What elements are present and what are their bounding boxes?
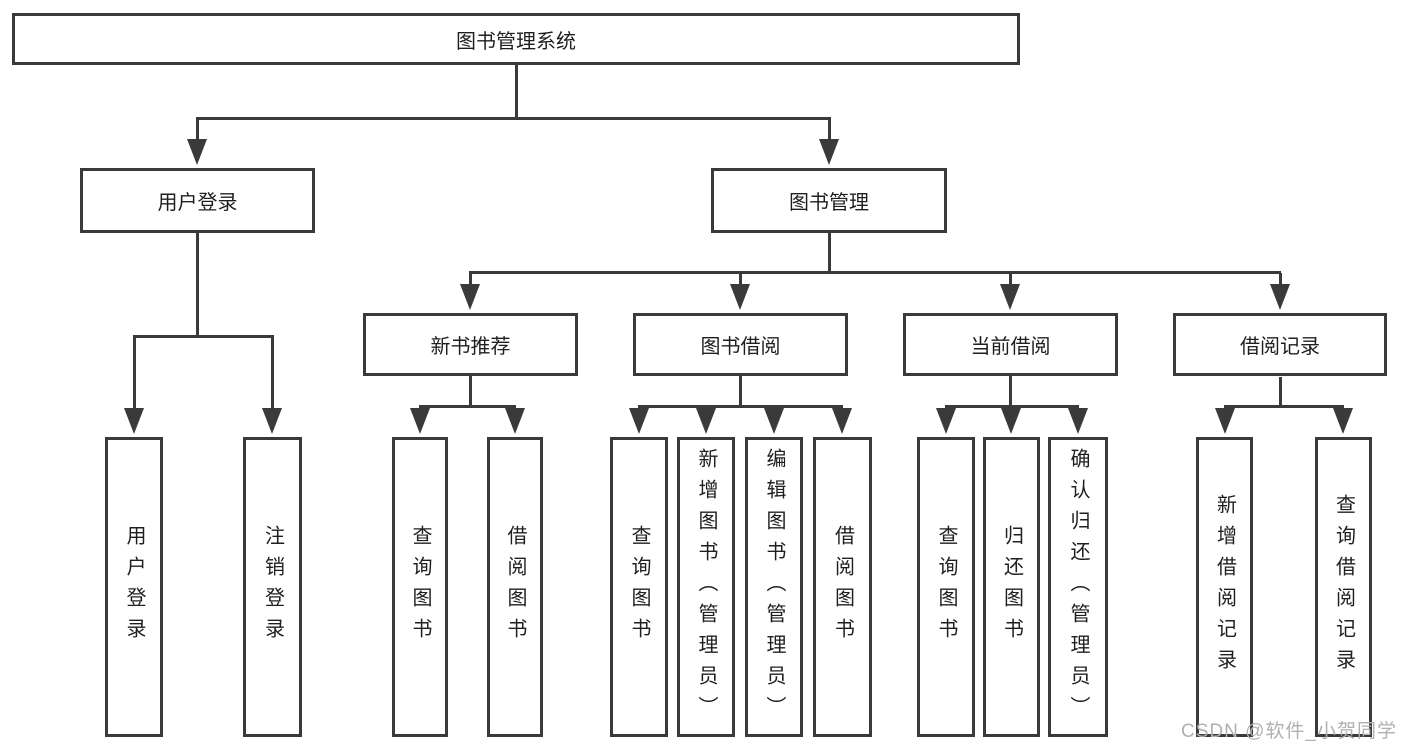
node-root-label: 图书管理系统 <box>456 30 576 53</box>
node-leaf-logout-label: 注销登录 <box>261 525 284 649</box>
connector-bookmgmt-drop <box>828 119 831 140</box>
node-book-borrow-label: 图书借阅 <box>700 336 781 358</box>
node-leaf-edit-books-admin-label: 编辑图书（管理员） <box>763 447 785 727</box>
arrow-down-icon <box>1215 408 1235 434</box>
connector-level3-bar <box>469 271 1281 274</box>
arrow-down-icon <box>1270 284 1290 310</box>
node-leaf-edit-books-admin: 编辑图书（管理员） <box>745 437 803 737</box>
node-book-borrow: 图书借阅 <box>633 313 848 376</box>
node-leaf-return-books: 归还图书 <box>983 437 1040 737</box>
connector-module-stem <box>1279 377 1282 407</box>
node-leaf-user-login-label: 用户登录 <box>123 525 145 649</box>
node-leaf-query-books-current: 查询图书 <box>917 437 975 737</box>
arrow-down-icon <box>696 408 716 434</box>
connector-module-drop <box>739 273 742 285</box>
node-leaf-confirm-return-admin-label: 确认归还（管理员） <box>1067 447 1089 727</box>
node-leaf-query-borrow-record-label: 查询借阅记录 <box>1332 494 1355 680</box>
connector-root-stem <box>515 65 518 119</box>
arrow-down-icon <box>1068 408 1088 434</box>
node-leaf-query-books-recommend: 查询图书 <box>392 437 448 737</box>
node-leaf-add-books-admin: 新增图书（管理员） <box>677 437 735 737</box>
node-leaf-borrow-books-recommend-label: 借阅图书 <box>504 525 526 649</box>
node-leaf-query-books-current-label: 查询图书 <box>935 525 957 649</box>
connector-userlogin-bar <box>133 335 274 338</box>
arrow-down-icon <box>730 284 750 310</box>
csdn-watermark: CSDN @软件_小贺同学 <box>1181 721 1397 742</box>
node-leaf-add-borrow-record: 新增借阅记录 <box>1196 437 1253 737</box>
node-leaf-logout: 注销登录 <box>243 437 302 737</box>
node-user-login-label: 用户登录 <box>157 192 238 214</box>
connector-module-drop <box>1279 273 1282 285</box>
node-leaf-query-books-borrow-label: 查询图书 <box>628 525 650 649</box>
arrow-down-icon <box>1001 408 1021 434</box>
node-leaf-borrow-books-label: 借阅图书 <box>831 525 854 649</box>
node-leaf-borrow-books-recommend: 借阅图书 <box>487 437 543 737</box>
node-current-borrow: 当前借阅 <box>903 313 1118 376</box>
connector-module-stem <box>739 376 742 407</box>
node-leaf-add-books-admin-label: 新增图书（管理员） <box>695 447 717 727</box>
connector-leaf-bar <box>638 405 843 408</box>
connector-leaf-bar <box>945 405 1079 408</box>
node-leaf-query-books-borrow: 查询图书 <box>610 437 668 737</box>
node-leaf-borrow-books: 借阅图书 <box>813 437 872 737</box>
node-leaf-add-borrow-record-label: 新增借阅记录 <box>1213 494 1236 680</box>
arrow-down-icon <box>124 408 144 434</box>
connector-module-stem <box>469 376 472 407</box>
arrow-down-icon <box>505 408 525 434</box>
arrow-down-icon <box>262 408 282 434</box>
node-current-borrow-label: 当前借阅 <box>970 336 1051 358</box>
connector-bookmgmt-stem <box>828 233 831 273</box>
node-root: 图书管理系统 <box>12 13 1020 65</box>
node-leaf-query-books-recommend-label: 查询图书 <box>409 525 431 649</box>
node-borrow-records-label: 借阅记录 <box>1240 336 1320 358</box>
node-book-management: 图书管理 <box>711 168 947 233</box>
node-new-book-recommend-label: 新书推荐 <box>430 336 511 358</box>
node-book-management-label: 图书管理 <box>789 192 869 214</box>
node-new-book-recommend: 新书推荐 <box>363 313 578 376</box>
arrow-down-icon <box>187 139 207 165</box>
connector-userlogin-stem <box>196 233 199 337</box>
connector-userlogin-drop <box>196 119 199 140</box>
connector-leaf-bar <box>1224 405 1344 408</box>
node-user-login: 用户登录 <box>80 168 315 233</box>
arrow-down-icon <box>460 284 480 310</box>
arrow-down-icon <box>764 408 784 434</box>
connector-leaf-bar <box>419 405 516 408</box>
node-leaf-query-borrow-record: 查询借阅记录 <box>1315 437 1372 737</box>
arrow-down-icon <box>1333 408 1353 434</box>
arrow-down-icon <box>410 408 430 434</box>
arrow-down-icon <box>1000 284 1020 310</box>
connector-leaf-drop <box>271 336 274 408</box>
connector-module-drop <box>1009 273 1012 285</box>
connector-module-drop <box>469 273 472 285</box>
connector-leaf-drop <box>133 336 136 408</box>
arrow-down-icon <box>936 408 956 434</box>
arrow-down-icon <box>629 408 649 434</box>
node-leaf-confirm-return-admin: 确认归还（管理员） <box>1048 437 1108 737</box>
node-borrow-records: 借阅记录 <box>1173 313 1387 376</box>
arrow-down-icon <box>819 139 839 165</box>
arrow-down-icon <box>832 408 852 434</box>
node-leaf-return-books-label: 归还图书 <box>1000 525 1023 649</box>
connector-level2-bar <box>196 117 831 120</box>
node-leaf-user-login: 用户登录 <box>105 437 163 737</box>
connector-module-stem <box>1009 376 1012 407</box>
